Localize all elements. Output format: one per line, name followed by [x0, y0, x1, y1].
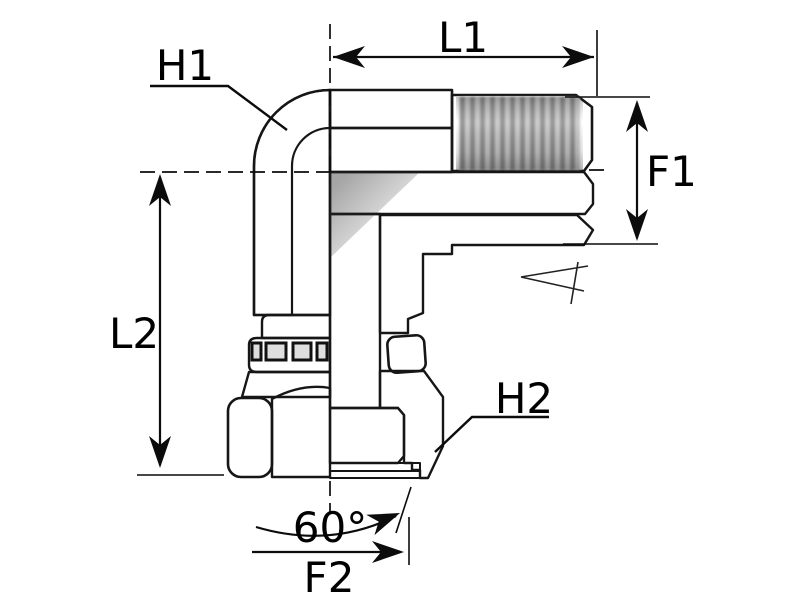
taper-symbol — [520, 261, 589, 305]
knurl-windows — [250, 341, 329, 362]
label-h2: H2 — [495, 374, 553, 423]
horizontal-centerline — [140, 169, 608, 173]
dimension-l2: L2 — [109, 174, 224, 476]
elbow-shade-band — [252, 88, 332, 317]
label-f1: F1 — [646, 147, 697, 196]
label-l1: L1 — [438, 13, 488, 62]
nut-bottom-ring-light — [329, 470, 421, 479]
dimension-f1: F1 — [563, 96, 697, 245]
sleeve-section — [386, 333, 427, 374]
centerlines — [140, 24, 608, 513]
elbow-fitting-body — [226, 88, 595, 480]
callout-h1: H1 — [150, 41, 288, 131]
female-thread — [328, 406, 406, 465]
male-port-second-band — [328, 126, 454, 174]
inner-corner-shadow — [330, 172, 420, 258]
dimension-f2: F2 — [252, 517, 410, 600]
arrowhead-down — [149, 436, 171, 468]
hex-nut-dark-corner — [226, 396, 274, 479]
arrowhead-up — [149, 174, 171, 206]
dimension-angle-60: 60° — [255, 486, 412, 552]
dimension-l1: L1 — [333, 13, 598, 96]
male-port-top-band — [328, 88, 454, 130]
nut-section-hatched — [378, 369, 445, 480]
male-thread-shading — [456, 97, 583, 170]
label-f2: F2 — [304, 553, 355, 600]
arrowhead-arc — [366, 513, 400, 536]
arrowhead-left — [333, 46, 365, 68]
label-angle: 60° — [293, 503, 367, 552]
arrowhead-right — [372, 541, 404, 563]
label-l2: L2 — [109, 309, 159, 358]
arrowhead-up — [626, 100, 648, 132]
arrowhead-down — [626, 209, 648, 241]
label-h1: H1 — [156, 41, 214, 90]
callout-h2: H2 — [434, 374, 553, 453]
body-section-hatched — [378, 213, 595, 335]
collar — [260, 313, 332, 340]
arrowhead-right — [562, 46, 594, 68]
hex-nut-face — [270, 385, 332, 479]
